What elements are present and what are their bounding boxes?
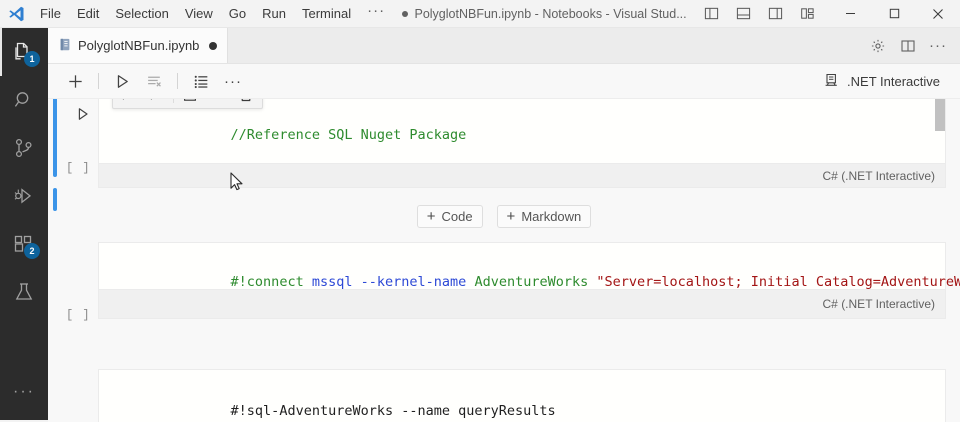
beaker-icon <box>15 283 33 300</box>
more-actions-icon[interactable]: ··· <box>929 37 947 54</box>
insert-code-cell-button[interactable]: + Code <box>416 205 483 228</box>
delete-cell-button[interactable] <box>232 99 260 107</box>
sidebar-item-explorer[interactable]: 1 <box>0 28 48 76</box>
maximize-button[interactable] <box>872 0 916 28</box>
cell-code-1[interactable]: #!connect mssql --kernel-name AdventureW… <box>99 243 960 322</box>
cell-code-2[interactable]: #!sql-AdventureWorks --name queryResults <box>99 370 945 422</box>
toggle-panel-icon[interactable] <box>728 0 758 28</box>
dirty-indicator-dot <box>402 10 409 17</box>
sidebar-item-extensions[interactable]: 2 <box>0 220 48 268</box>
plus-icon: + <box>426 208 436 225</box>
add-cell-button[interactable] <box>60 68 90 94</box>
activity-bar-more-button[interactable]: ··· <box>13 383 35 400</box>
kernel-server-icon <box>824 72 840 91</box>
customize-layout-icon[interactable] <box>792 0 822 28</box>
tab-polyglotnbfun[interactable]: PolyglotNBFun.ipynb <box>48 28 229 63</box>
cell-focus-indicator <box>53 99 57 177</box>
close-button[interactable] <box>916 0 960 28</box>
more-actions-button[interactable]: ··· <box>224 72 242 90</box>
cell-focus-indicator-continued <box>53 188 57 211</box>
run-cell-button[interactable] <box>70 101 96 127</box>
insert-markdown-cell-button[interactable]: + Markdown <box>496 205 592 228</box>
cell-exec-count-1: [ ] <box>66 308 91 322</box>
cell-language-label-1[interactable]: C# (.NET Interactive) <box>822 297 935 311</box>
minimize-button[interactable] <box>828 0 872 28</box>
layout-controls <box>696 0 822 28</box>
tab-bar: PolyglotNBFun.ipynb ··· <box>48 28 960 64</box>
notebook-file-icon <box>58 37 72 55</box>
settings-gear-icon[interactable] <box>864 32 892 60</box>
cell-hover-toolbar: ··· <box>112 99 263 109</box>
code-token: --kernel-name <box>360 274 467 290</box>
more-cell-actions-button[interactable]: ··· <box>204 99 232 107</box>
cell-code-0[interactable]: //Reference SQL Nuget Package #r "nuget:… <box>99 99 945 218</box>
code-token: #!sql-AdventureWorks --name queryResults <box>230 403 556 419</box>
cell-exec-count-0: [ ] <box>66 161 91 175</box>
sidebar-item-search[interactable] <box>0 76 48 124</box>
cell-scrollbar-0[interactable] <box>935 99 945 131</box>
code-token: //Reference SQL Nuget Package <box>230 127 467 143</box>
code-space <box>304 274 312 290</box>
kernel-label: .NET Interactive <box>847 73 940 89</box>
run-above-button[interactable] <box>115 99 143 107</box>
menu-file[interactable]: File <box>40 5 61 21</box>
extensions-badge: 2 <box>24 243 40 259</box>
toggle-secondary-sidebar-icon[interactable] <box>760 0 790 28</box>
cell-editor-1[interactable]: #!connect mssql --kernel-name AdventureW… <box>98 242 960 290</box>
editor-area: PolyglotNBFun.ipynb ··· <box>48 28 960 422</box>
toolbar-separator <box>98 73 99 89</box>
activity-bar: 1 <box>0 28 48 420</box>
insert-markdown-label: Markdown <box>521 209 582 224</box>
vscode-logo-icon <box>0 0 32 28</box>
toolbar-separator <box>173 99 174 103</box>
insert-cell-row: + Code + Markdown <box>48 205 960 228</box>
editor-actions: ··· <box>864 28 960 63</box>
notebook-toolbar: ··· .NET Interactive <box>48 64 960 99</box>
sidebar-item-testing[interactable] <box>0 268 48 316</box>
menu-run[interactable]: Run <box>262 5 286 21</box>
menu-edit[interactable]: Edit <box>76 5 100 21</box>
run-below-button[interactable] <box>143 99 171 107</box>
toggle-primary-sidebar-icon[interactable] <box>696 0 726 28</box>
menu-terminal[interactable]: Terminal <box>302 5 352 21</box>
tab-label: PolyglotNBFun.ipynb <box>78 38 200 53</box>
window-title: PolyglotNBFun.ipynb - Notebooks - Visual… <box>393 7 696 21</box>
menu-overflow-button[interactable]: ··· <box>367 1 386 19</box>
cell-footer-0: C# (.NET Interactive) <box>98 164 946 188</box>
kernel-selector[interactable]: .NET Interactive <box>816 69 948 94</box>
cell-editor-2[interactable]: #!sql-AdventureWorks --name queryResults <box>98 369 946 422</box>
outline-button[interactable] <box>186 68 216 94</box>
menu-selection[interactable]: Selection <box>115 5 169 21</box>
run-all-button[interactable] <box>107 68 137 94</box>
clear-outputs-button[interactable] <box>139 68 169 94</box>
cell-footer-1: C# (.NET Interactive) <box>98 290 946 319</box>
sidebar-item-source-control[interactable] <box>0 124 48 172</box>
split-cell-button[interactable] <box>176 99 204 107</box>
menu-go[interactable]: Go <box>228 5 247 21</box>
toolbar-separator <box>177 73 178 89</box>
title-bar: File Edit Selection View Go Run Terminal… <box>0 0 960 28</box>
code-token: "Server=localhost; Initial Catalog=Adven… <box>596 274 960 290</box>
cell-language-label-0[interactable]: C# (.NET Interactive) <box>822 168 935 183</box>
source-control-icon <box>15 138 32 158</box>
cell-editor-0[interactable]: //Reference SQL Nuget Package #r "nuget:… <box>98 99 946 185</box>
tab-dirty-dot[interactable] <box>209 41 218 50</box>
insert-code-label: Code <box>441 209 473 224</box>
extensions-icon <box>14 235 32 252</box>
search-icon <box>14 92 29 107</box>
explorer-badge: 1 <box>24 51 40 67</box>
sidebar-item-run-and-debug[interactable] <box>0 172 48 220</box>
window-title-text: PolyglotNBFun.ipynb - Notebooks - Visual… <box>414 6 687 21</box>
run-debug-icon <box>14 188 32 204</box>
code-token: #!connect <box>230 274 304 290</box>
plus-icon: + <box>506 208 516 225</box>
code-token: AdventureWorks <box>474 274 589 290</box>
code-token: mssql <box>311 274 353 290</box>
menu-view[interactable]: View <box>184 5 213 21</box>
code-space <box>352 274 360 290</box>
window-controls <box>828 0 960 28</box>
menu-bar: File Edit Selection View Go Run Terminal… <box>32 0 393 28</box>
notebook-body: //Reference SQL Nuget Package #r "nuget:… <box>48 99 960 422</box>
split-editor-icon[interactable] <box>894 32 922 60</box>
